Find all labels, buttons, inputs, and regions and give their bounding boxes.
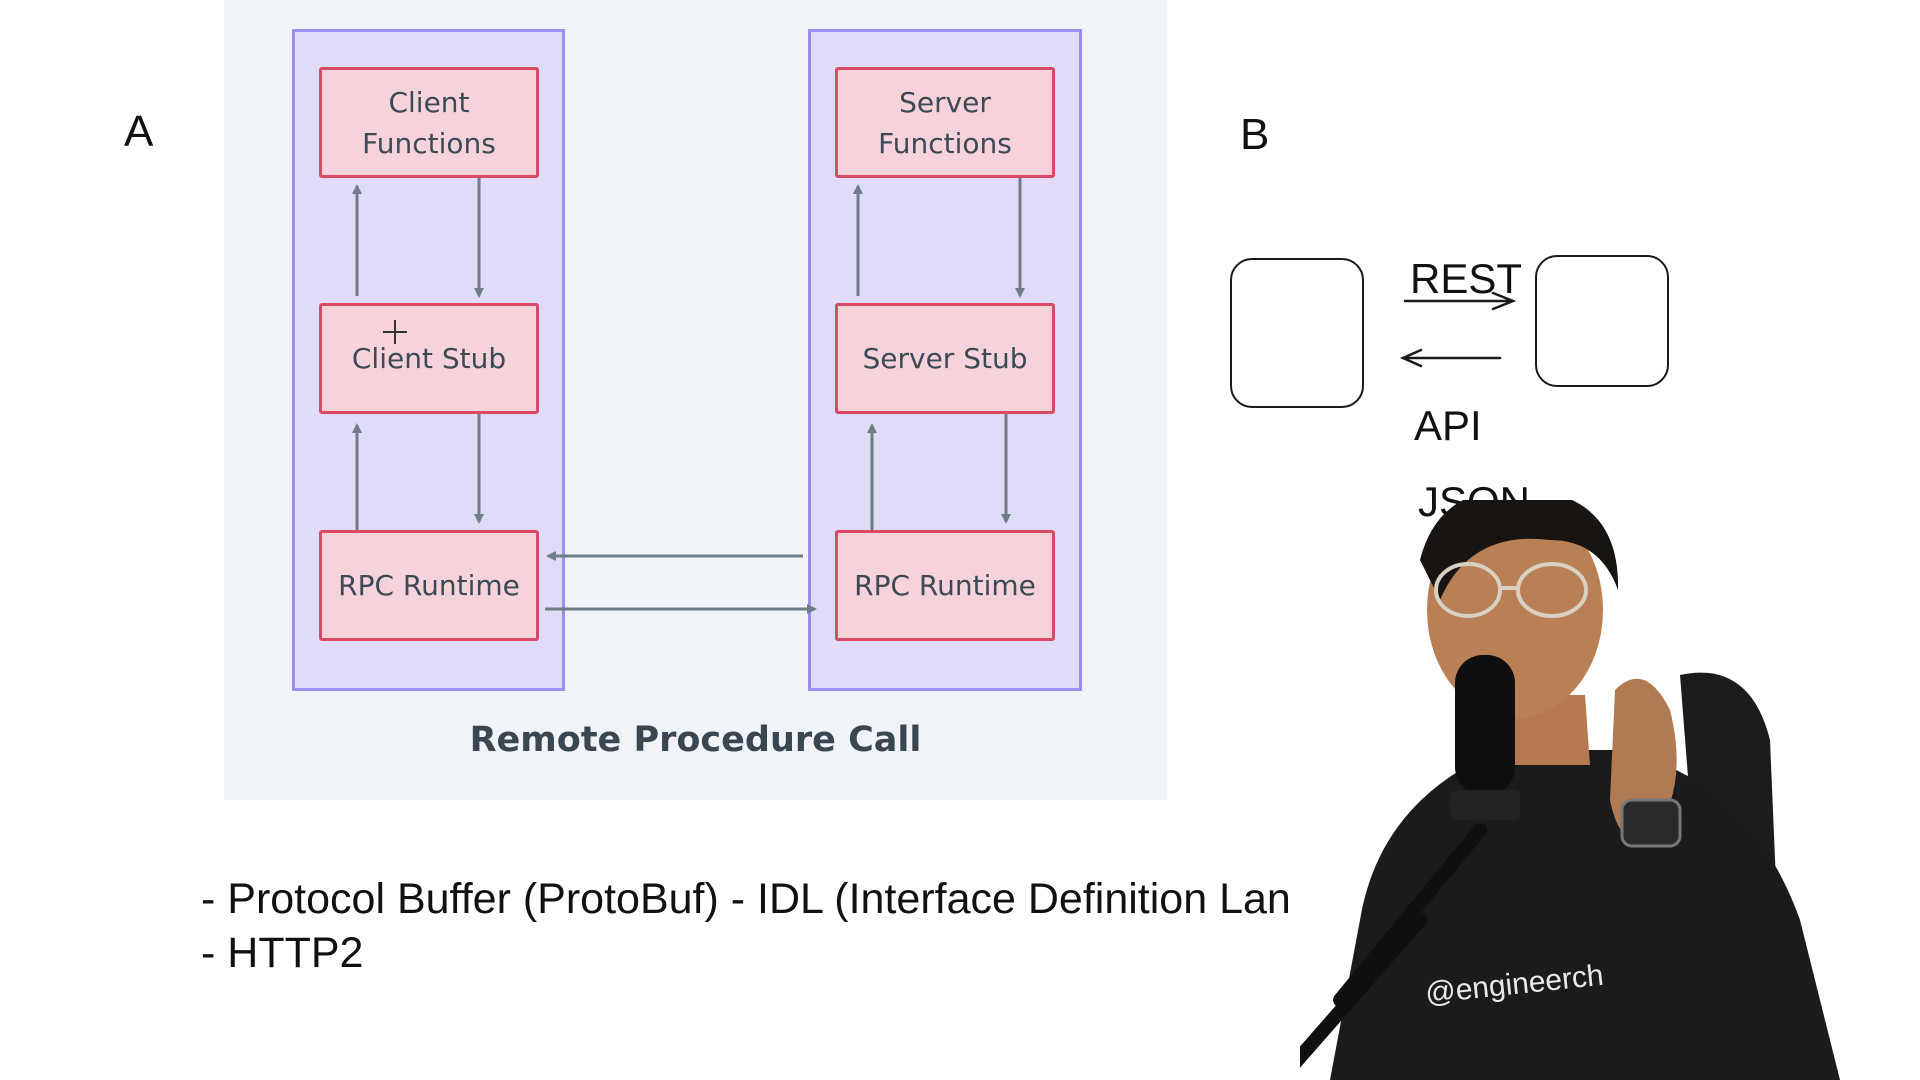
server-functions-box: Server Functions bbox=[835, 67, 1055, 178]
server-rpc-runtime-box: RPC Runtime bbox=[835, 530, 1055, 641]
presenter-shirt bbox=[1330, 750, 1840, 1080]
client-rpc-runtime-box: RPC Runtime bbox=[319, 530, 539, 641]
diagram-title: Remote Procedure Call bbox=[469, 720, 922, 760]
glasses-icon bbox=[1434, 562, 1588, 618]
sketch-server-box bbox=[1535, 255, 1669, 387]
presenter-video-overlay bbox=[1300, 500, 1840, 1080]
sketch-arrows bbox=[1399, 291, 1517, 368]
server-stub-box: Server Stub bbox=[835, 303, 1055, 414]
mic-boom-arm bbox=[1300, 823, 1487, 1068]
client-functions-box: Client Functions bbox=[319, 67, 539, 178]
crosshair-cursor-icon bbox=[383, 320, 407, 344]
section-label-b: B bbox=[1240, 110, 1270, 159]
smartwatch-icon bbox=[1620, 798, 1682, 848]
microphone-mount bbox=[1450, 790, 1520, 820]
note-line-http2: - HTTP2 bbox=[201, 929, 364, 977]
section-label-a: A bbox=[124, 107, 154, 156]
microphone-icon bbox=[1455, 655, 1515, 795]
sketch-api-label: API bbox=[1414, 402, 1482, 449]
sketch-rest-label: REST bbox=[1410, 255, 1523, 302]
client-stub-box: Client Stub bbox=[319, 303, 539, 414]
note-line-protobuf: - Protocol Buffer (ProtoBuf) - IDL (Inte… bbox=[201, 875, 1291, 923]
presenter-hair bbox=[1420, 500, 1619, 600]
sketch-client-box bbox=[1230, 258, 1364, 408]
